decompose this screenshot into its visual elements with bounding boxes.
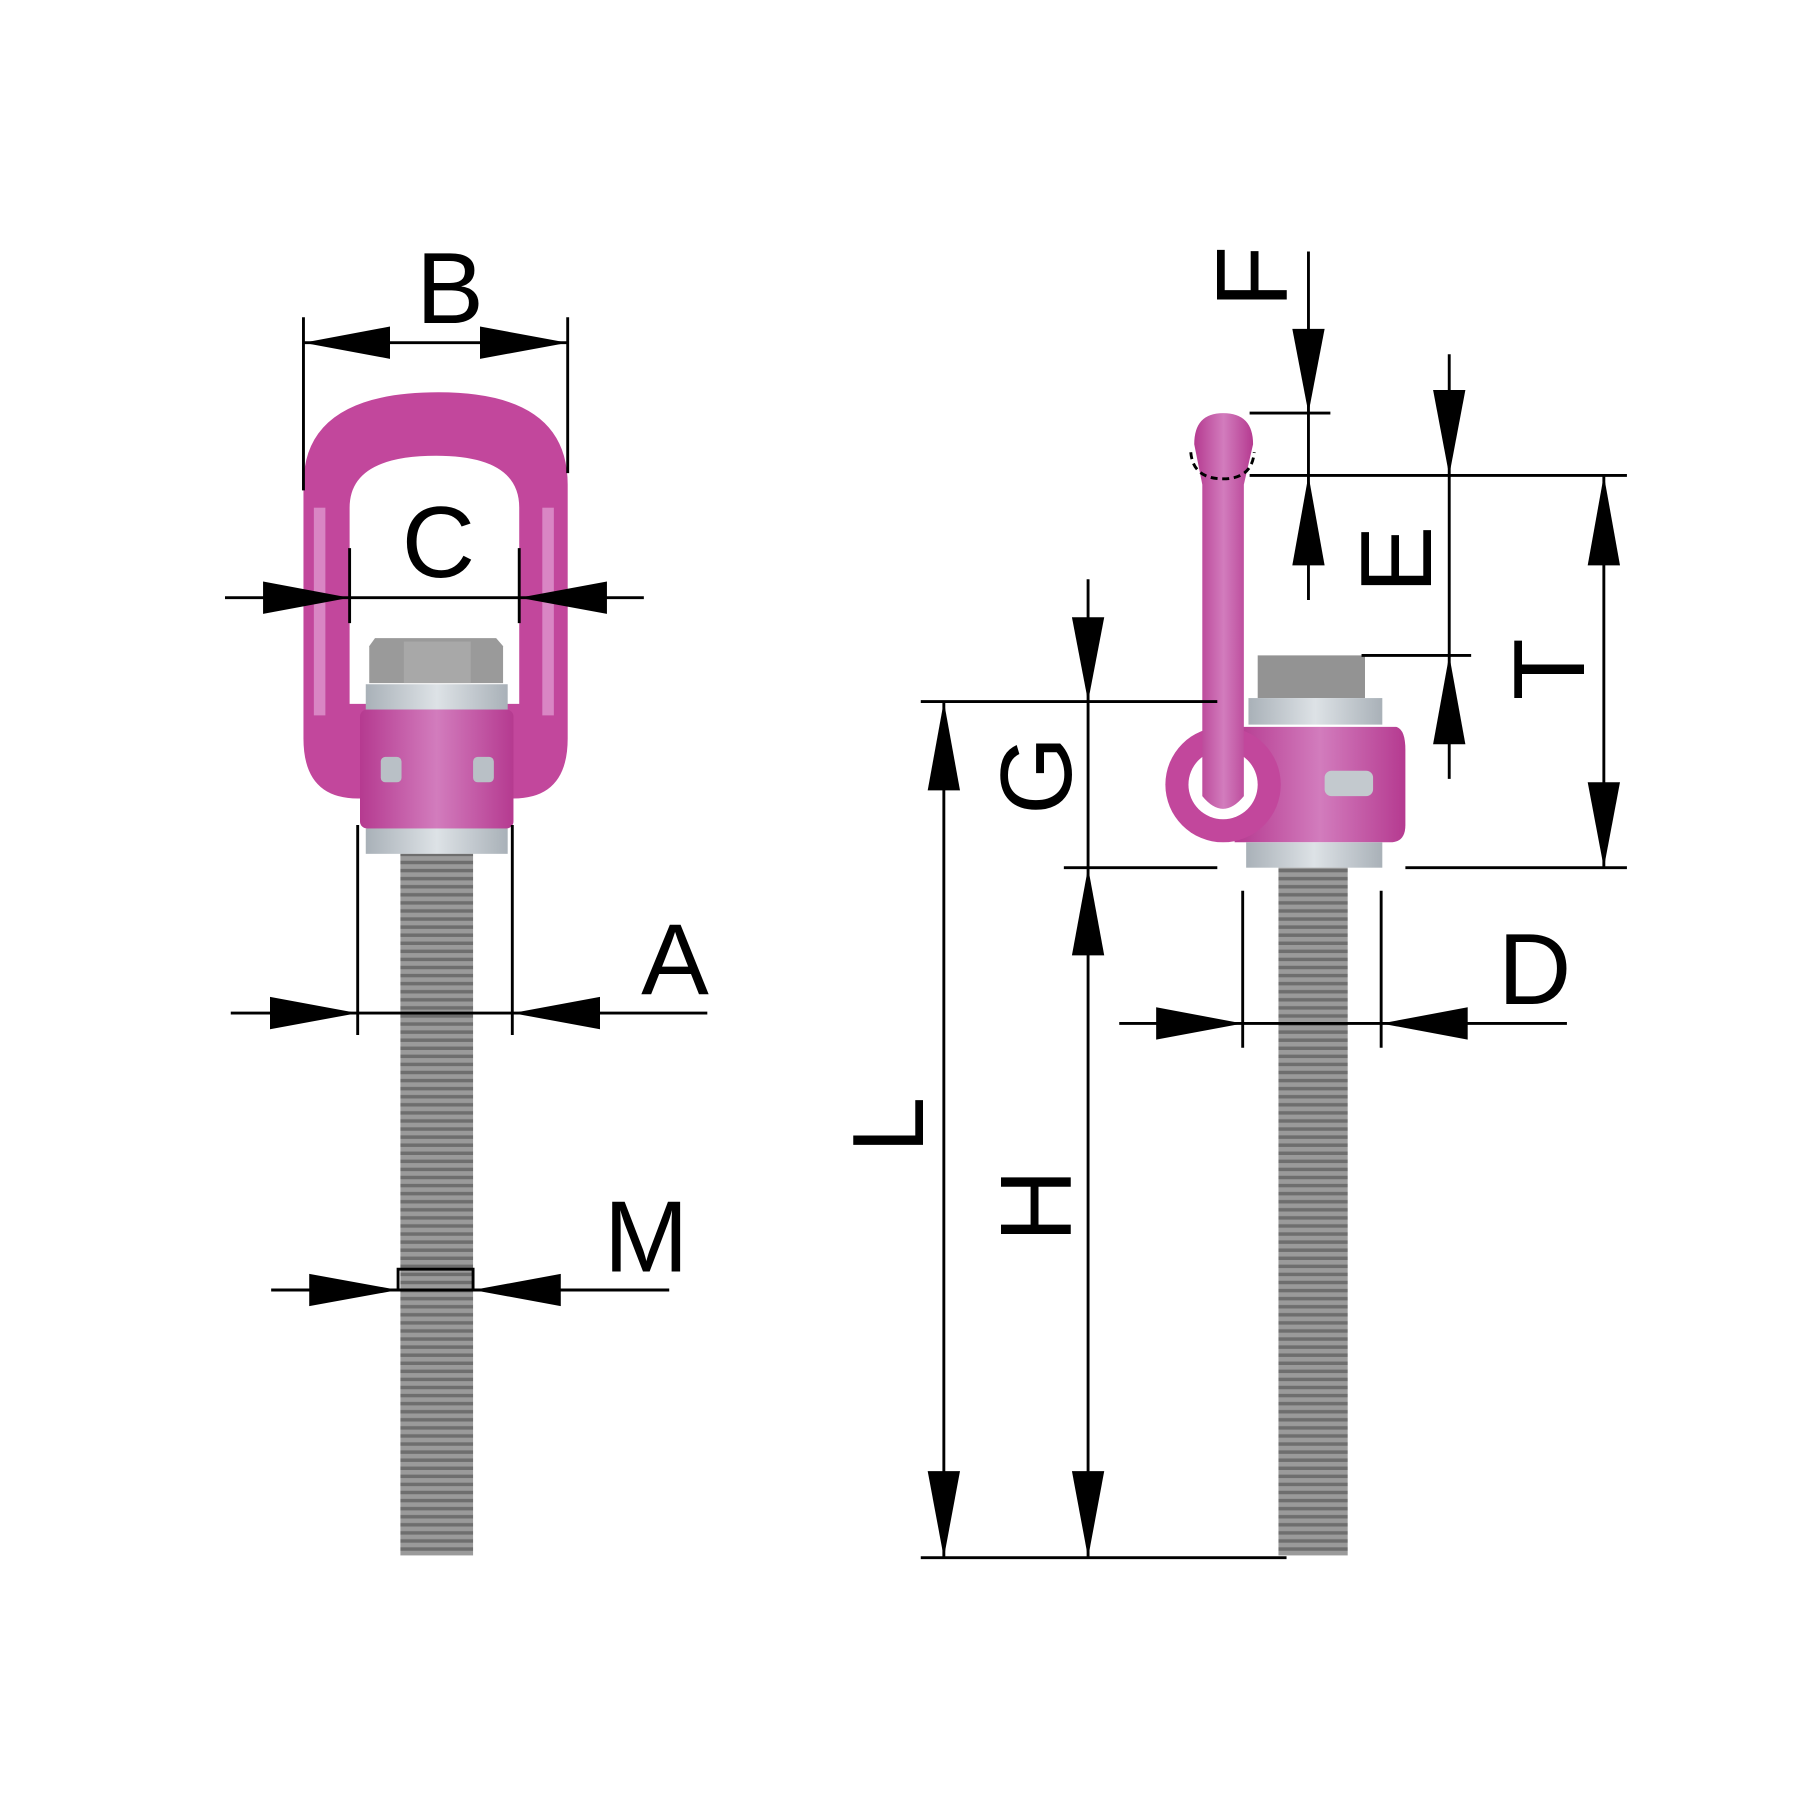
- dimension-label-T: T: [1492, 638, 1606, 700]
- hex-nut-face: [403, 641, 471, 684]
- body-slot: [380, 756, 402, 783]
- dimension-label-H: H: [979, 1169, 1093, 1242]
- dimension-label-D: D: [1498, 912, 1571, 1026]
- dimension-label-L: L: [831, 1097, 945, 1153]
- threaded-bolt: [400, 853, 474, 1556]
- dimension-label-C: C: [402, 485, 475, 599]
- arrowhead: [263, 581, 350, 614]
- arrowhead: [519, 581, 607, 614]
- arrowhead: [1071, 617, 1105, 702]
- front-view: [303, 392, 568, 1556]
- threaded-bolt-side: [1278, 867, 1348, 1556]
- dimension-label-B: B: [416, 231, 484, 345]
- arrowhead: [1156, 1007, 1243, 1040]
- arrowhead: [303, 326, 390, 359]
- ring-highlight: [313, 507, 326, 716]
- arrowhead: [480, 326, 568, 359]
- dimension-arrows: [263, 326, 1620, 1558]
- lifting-handle: [1194, 413, 1254, 809]
- swivel-body: [360, 709, 514, 829]
- body-slot: [473, 756, 494, 783]
- arrowhead: [1292, 328, 1325, 414]
- dimension-label-E: E: [1339, 526, 1453, 594]
- hidden-edge-dashed: [1189, 452, 1256, 481]
- bottom-washer: [365, 828, 508, 854]
- body-slot-side: [1324, 770, 1374, 797]
- dimension-label-A: A: [641, 903, 709, 1017]
- swivel-body-side: [1234, 726, 1406, 843]
- top-washer-side: [1248, 698, 1383, 725]
- ring-highlight: [542, 507, 554, 716]
- arrowhead: [1381, 1007, 1468, 1040]
- top-washer: [365, 684, 508, 710]
- arrowhead: [1071, 867, 1105, 956]
- arrowhead: [1071, 1471, 1105, 1558]
- arrowhead: [1587, 782, 1620, 868]
- arrowhead: [270, 996, 358, 1030]
- arrowhead: [927, 1471, 960, 1558]
- dimension-label-F: F: [1195, 246, 1309, 308]
- side-view: [1165, 413, 1406, 1556]
- bottom-washer-side: [1246, 842, 1383, 868]
- arrowhead: [512, 996, 600, 1030]
- dimension-label-G: G: [979, 736, 1093, 815]
- arrowhead: [927, 701, 960, 791]
- arrowhead: [1433, 655, 1466, 745]
- arrowhead: [1587, 475, 1620, 566]
- arrowhead: [309, 1273, 399, 1307]
- dimension-label-M: M: [604, 1180, 689, 1294]
- arrowhead: [473, 1273, 561, 1307]
- arrowhead: [1292, 475, 1325, 566]
- nut-side: [1257, 655, 1365, 699]
- arrowhead: [1433, 390, 1466, 476]
